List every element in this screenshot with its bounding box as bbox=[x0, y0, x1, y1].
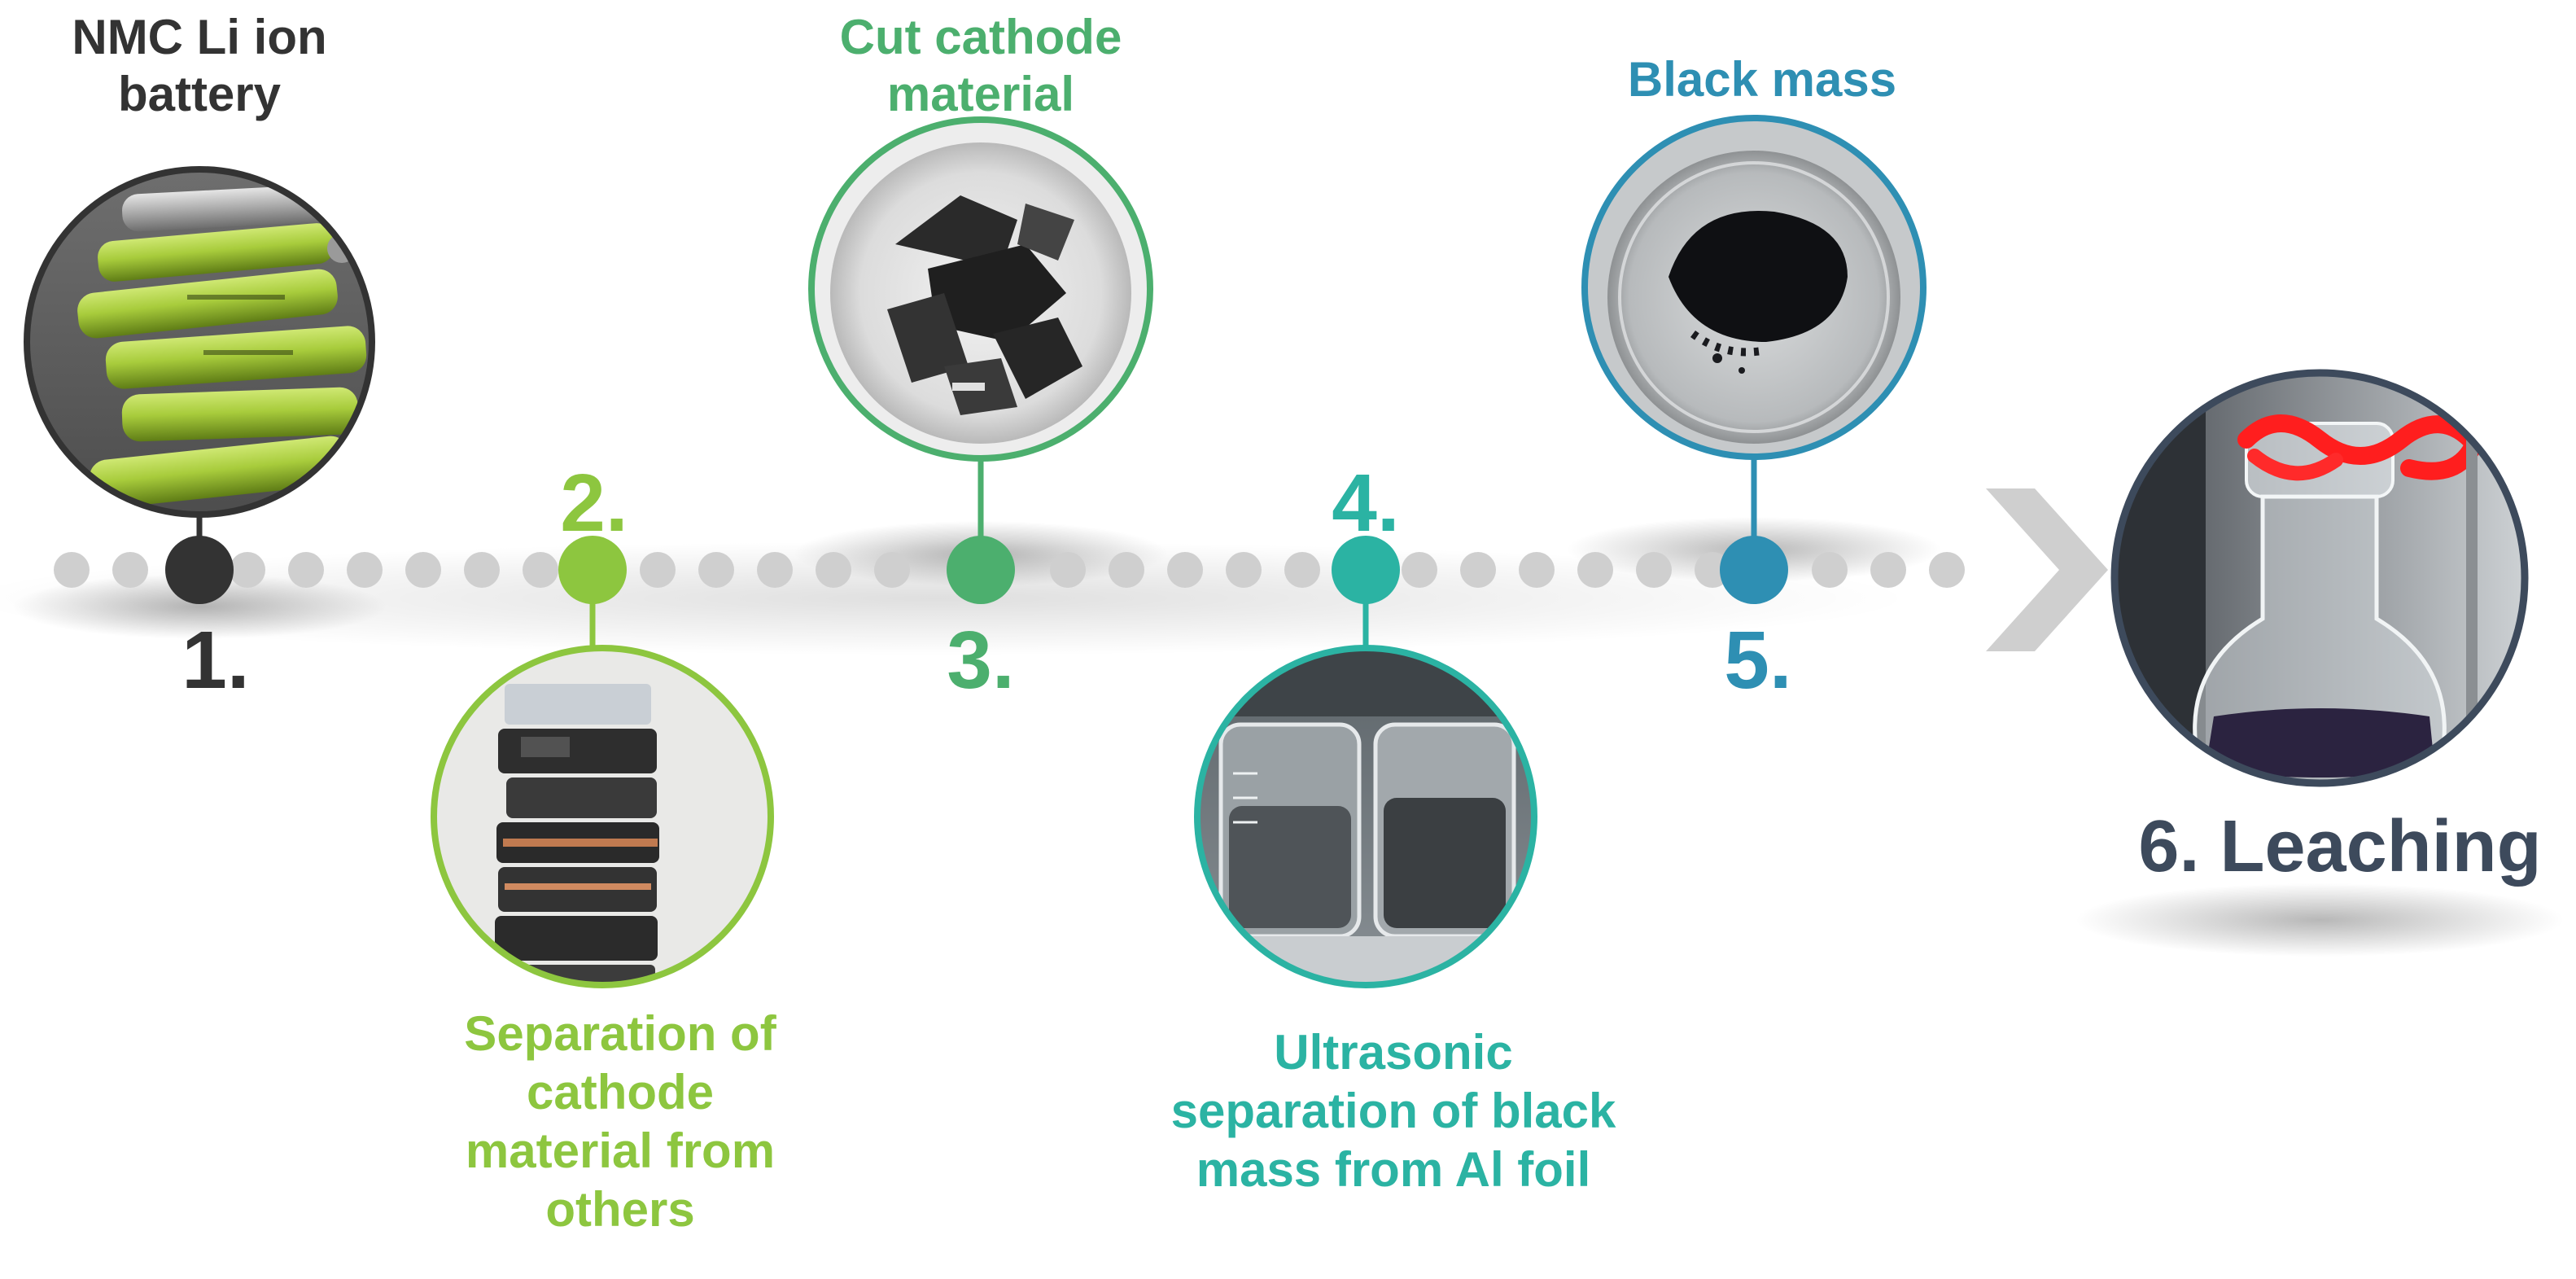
step-1-caption: NMC Li ion battery bbox=[72, 10, 326, 121]
step-4-caption: Ultrasonic separation of black mass from… bbox=[1171, 1025, 1616, 1197]
svg-text:NMC Li ion: NMC Li ion bbox=[72, 10, 326, 64]
step-5-marker bbox=[1720, 536, 1788, 604]
step-2-number: 2. bbox=[560, 458, 628, 549]
step-2-marker bbox=[558, 536, 627, 604]
svg-text:mass from Al foil: mass from Al foil bbox=[1196, 1142, 1591, 1197]
timeline-dot bbox=[1519, 552, 1555, 588]
svg-text:battery: battery bbox=[118, 67, 282, 121]
step-1-marker bbox=[165, 536, 234, 604]
stacked-electrodes-photo-icon bbox=[431, 645, 774, 988]
cut-cathode-pieces-photo-icon bbox=[808, 116, 1153, 462]
svg-text:cathode: cathode bbox=[527, 1065, 714, 1119]
step-markers bbox=[165, 536, 1788, 604]
step-5-number: 5. bbox=[1724, 615, 1791, 706]
beakers-photo-icon bbox=[1194, 645, 1537, 988]
timeline-dot bbox=[112, 552, 148, 588]
timeline-dot bbox=[523, 552, 558, 588]
timeline-dot bbox=[1577, 552, 1613, 588]
timeline-dot bbox=[405, 552, 441, 588]
leaching-flask-photo-icon bbox=[2110, 369, 2529, 787]
timeline-dot bbox=[1929, 552, 1965, 588]
timeline-dot bbox=[1167, 552, 1203, 588]
svg-text:Black mass: Black mass bbox=[1628, 52, 1896, 107]
timeline-dot bbox=[1284, 552, 1320, 588]
step-4-marker bbox=[1332, 536, 1400, 604]
timeline-dot bbox=[54, 552, 90, 588]
step-3-caption: Cut cathode material bbox=[840, 10, 1122, 121]
timeline-dot bbox=[464, 552, 500, 588]
timeline-dot bbox=[1460, 552, 1496, 588]
step-6-title: 6. Leaching bbox=[2138, 806, 2541, 887]
svg-text:separation of black: separation of black bbox=[1171, 1084, 1616, 1138]
timeline-dot bbox=[1870, 552, 1906, 588]
step-1-number: 1. bbox=[182, 615, 249, 706]
timeline-dot bbox=[230, 552, 265, 588]
svg-text:Cut cathode: Cut cathode bbox=[840, 10, 1122, 64]
step-4-number: 4. bbox=[1332, 458, 1399, 549]
timeline-dot bbox=[288, 552, 324, 588]
step-3-number: 3. bbox=[947, 615, 1014, 706]
svg-text:Separation of: Separation of bbox=[464, 1006, 776, 1061]
step-3-marker bbox=[947, 536, 1015, 604]
timeline-dot bbox=[1109, 552, 1144, 588]
step-5-caption: Black mass bbox=[1628, 52, 1896, 107]
step-2-caption: Separation of cathode material from othe… bbox=[464, 1006, 776, 1237]
timeline-dot bbox=[698, 552, 734, 588]
timeline-dot bbox=[757, 552, 793, 588]
timeline-dot bbox=[1402, 552, 1437, 588]
timeline-dot bbox=[1636, 552, 1672, 588]
timeline-dot bbox=[1812, 552, 1848, 588]
black-powder-dish-photo-icon bbox=[1581, 115, 1927, 460]
timeline-dot bbox=[874, 552, 910, 588]
svg-text:others: others bbox=[545, 1182, 694, 1237]
timeline-dot bbox=[1050, 552, 1086, 588]
svg-text:Ultrasonic: Ultrasonic bbox=[1274, 1025, 1512, 1080]
timeline-dot bbox=[1226, 552, 1262, 588]
battery-cells-photo-icon bbox=[24, 166, 375, 518]
arrow-head-icon bbox=[1986, 488, 2108, 651]
timeline-dot bbox=[347, 552, 383, 588]
timeline-dot bbox=[640, 552, 676, 588]
timeline-dot bbox=[816, 552, 851, 588]
svg-text:material: material bbox=[887, 67, 1074, 121]
timeline-track bbox=[54, 552, 1965, 588]
svg-text:material from: material from bbox=[466, 1124, 775, 1178]
